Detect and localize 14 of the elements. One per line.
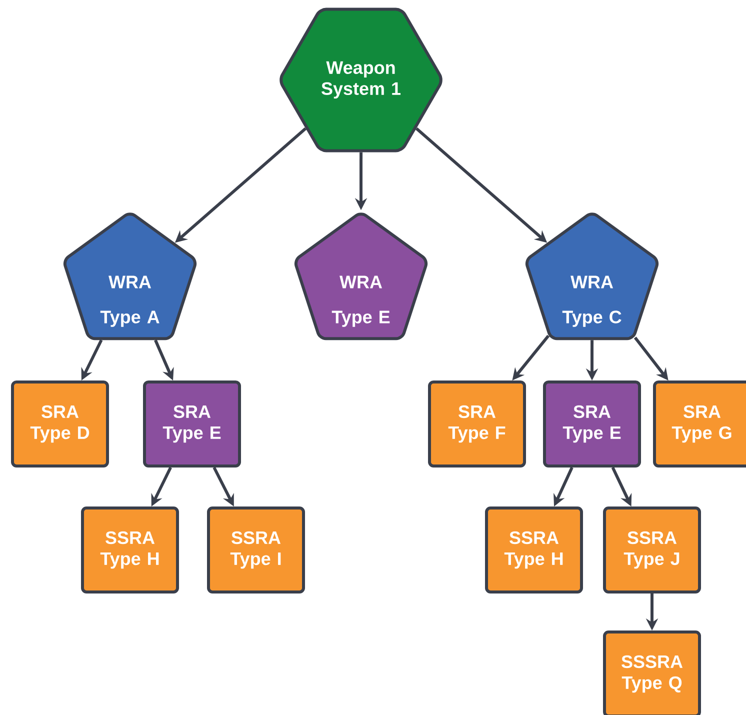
process-box: SRA Type F bbox=[428, 380, 526, 468]
hexagon-node: Weapon System 1 bbox=[280, 8, 442, 152]
pentagon-node: WRA Type E bbox=[294, 212, 428, 340]
process-box: SRA Type G bbox=[653, 380, 746, 468]
process-box: SRA Type E bbox=[543, 380, 641, 468]
process-box: SSRA Type H bbox=[485, 506, 583, 594]
process-box: SSRA Type J bbox=[603, 506, 701, 594]
process-box: SRA Type D bbox=[11, 380, 109, 468]
process-box: SSSRA Type Q bbox=[603, 630, 701, 715]
pentagon-node: WRA Type A bbox=[63, 212, 197, 340]
process-box: SSRA Type I bbox=[207, 506, 305, 594]
process-box: SSRA Type H bbox=[81, 506, 179, 594]
pentagon-node: WRA Type C bbox=[525, 212, 659, 340]
process-box: SRA Type E bbox=[143, 380, 241, 468]
